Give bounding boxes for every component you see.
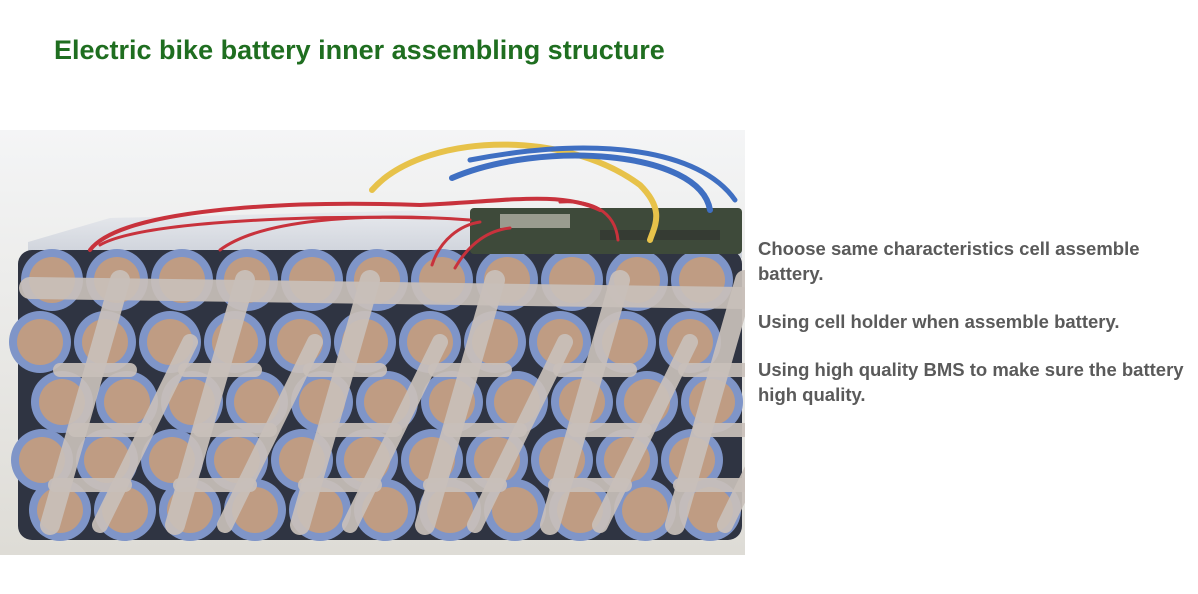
note-cell-selection: Choose same characteristics cell assembl… [758,238,1140,284]
battery-pack-photo [0,130,745,555]
battery-cell-cap [17,319,63,365]
note-cell-holder: Using cell holder when assemble battery. [758,311,1120,332]
note-bms-quality: Using high quality BMS to make sure the … [758,359,1184,405]
nickel-strip [19,277,745,309]
nickel-strips [19,270,745,535]
battery-cell-cap [622,487,668,533]
nickel-strip [717,466,745,533]
notes-list: Choose same characteristics cell assembl… [758,236,1194,430]
battery-cell-cap [557,487,603,533]
battery-cell-cap [362,487,408,533]
battery-cell-cap [234,379,280,425]
battery-cell-cap [19,437,65,483]
wires [88,141,738,270]
battery-cell-cap [104,379,150,425]
page-title: Electric bike battery inner assembling s… [54,35,665,65]
battery-cell-cap [492,487,538,533]
battery-pack-illustration [0,130,745,555]
